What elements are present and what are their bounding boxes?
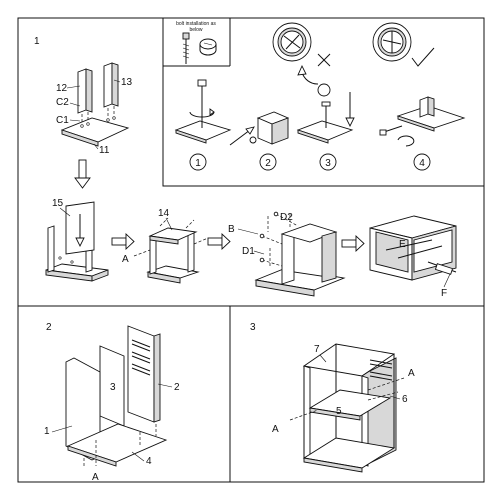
step1-base-assembly [60, 62, 130, 147]
callout-c1: C1 [56, 115, 69, 126]
step3-frame [229, 305, 485, 483]
callout-15: 15 [52, 198, 64, 209]
callout-d1: D1 [242, 246, 255, 257]
callout-s3-7: 7 [314, 344, 320, 355]
carcass-with-panel-15 [45, 201, 109, 282]
down-arrow-icon [74, 159, 91, 189]
callout-f: F [441, 288, 447, 299]
alignment-correct [372, 22, 435, 67]
callout-e: E [399, 239, 406, 250]
step3-number: 3 [250, 322, 256, 333]
substep-2 [229, 111, 290, 146]
substep-4-number: 4 [419, 158, 425, 169]
side-panel-12 [77, 68, 87, 114]
callout-s3-a-right: A [408, 368, 415, 379]
substep-1-number: 1 [195, 158, 201, 169]
substep-3 [296, 64, 355, 144]
callout-s3-6: 6 [402, 394, 408, 405]
callout-s2-2: 2 [174, 382, 180, 393]
side-panel-13 [103, 62, 113, 108]
cam-bolt-icon [182, 32, 190, 64]
right-arrow-icon [207, 232, 231, 251]
callout-13: 13 [121, 77, 133, 88]
right-arrow-icon [111, 232, 135, 251]
base-panel-11 [60, 117, 130, 143]
alignment-wrong [272, 22, 331, 67]
bolt-note-line2: below [189, 27, 202, 33]
bolt-inset-frame [162, 17, 485, 187]
substep-3-number: 3 [325, 158, 331, 169]
carcass-with-bolts [254, 211, 346, 297]
cross-icon [317, 53, 331, 67]
callout-14: 14 [158, 208, 170, 219]
callout-s2-1: 1 [44, 426, 50, 437]
callout-a-mid: A [122, 254, 129, 265]
callout-s2-a: A [92, 472, 99, 483]
step2-number: 2 [46, 322, 52, 333]
bolt-note-line1: bolt installation as [176, 21, 216, 27]
drawer-box [369, 215, 457, 281]
bolt-note: bolt installation as below [176, 21, 217, 64]
substep-1 [174, 79, 232, 144]
right-arrow-icon [341, 234, 365, 253]
step2-exploded-cabinet [65, 325, 168, 468]
callout-s2-4: 4 [146, 456, 152, 467]
callout-12: 12 [56, 83, 68, 94]
step3-cabinet-with-shelf [289, 343, 405, 473]
check-icon [411, 47, 435, 67]
substep-4 [379, 96, 466, 147]
carcass-with-rail-14 [133, 217, 209, 284]
panel-frames [17, 17, 485, 483]
substep-2-number: 2 [265, 158, 271, 169]
callout-s3-a-left: A [272, 424, 279, 435]
substep-numbers: 1 2 3 4 [189, 153, 431, 171]
callout-11: 11 [99, 145, 110, 156]
step1-number: 1 [34, 36, 40, 47]
callout-s2-3: 3 [110, 382, 116, 393]
cam-lock-icon [199, 38, 217, 56]
callout-b: B [228, 224, 235, 235]
callout-s3-5: 5 [336, 406, 342, 417]
callout-d2: D2 [280, 212, 293, 223]
callout-c2: C2 [56, 97, 69, 108]
